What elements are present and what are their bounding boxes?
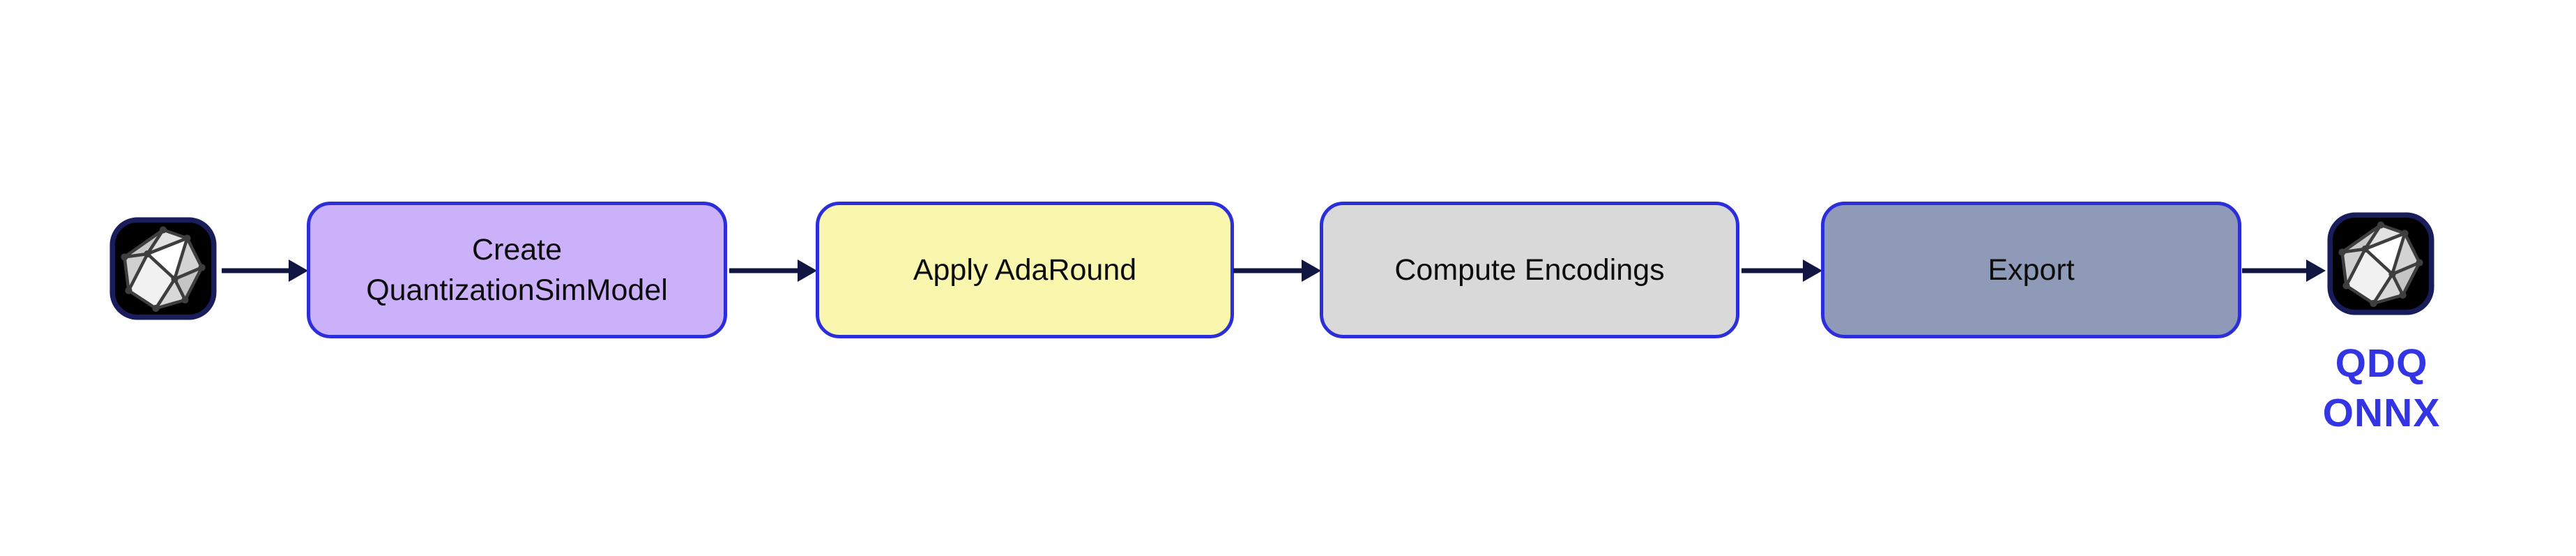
step-label-line: Compute Encodings (1394, 253, 1665, 287)
step-create-quantizationsimmodel: Create QuantizationSimModel (307, 202, 727, 338)
flow-arrow (729, 259, 817, 283)
arrow-head-icon (1803, 260, 1822, 282)
arrow-shaft (1233, 268, 1304, 273)
step-apply-adaround: Apply AdaRound (816, 202, 1234, 338)
flow-arrow (1742, 259, 1822, 283)
arrow-head-icon (289, 260, 308, 282)
arrow-shaft (2242, 268, 2309, 273)
flow-arrow (1233, 259, 1321, 283)
onnx-input-model-icon (108, 216, 218, 321)
output-format-label: QDQ ONNX (2298, 339, 2465, 438)
arrow-shaft (1742, 268, 1806, 273)
arrow-head-icon (1302, 260, 1321, 282)
onnx-logo-icon (2327, 212, 2434, 315)
step-compute-encodings: Compute Encodings (1320, 202, 1739, 338)
step-export: Export (1821, 202, 2241, 338)
onnx-logo-icon (109, 217, 217, 320)
step-label-line: Apply AdaRound (913, 253, 1137, 287)
step-label-line: Create (471, 233, 563, 266)
arrow-shaft (729, 268, 800, 273)
arrow-shaft (222, 268, 291, 273)
arrow-head-icon (2306, 260, 2326, 282)
arrow-head-icon (798, 260, 817, 282)
step-label-line: Export (1988, 253, 2075, 287)
step-label-line: QuantizationSimModel (366, 273, 668, 307)
flow-arrow (222, 259, 308, 283)
output-format-label-line: ONNX (2322, 391, 2441, 435)
output-format-label-line: QDQ (2335, 341, 2428, 386)
onnx-output-model-icon (2326, 211, 2436, 316)
flow-arrow (2242, 259, 2326, 283)
